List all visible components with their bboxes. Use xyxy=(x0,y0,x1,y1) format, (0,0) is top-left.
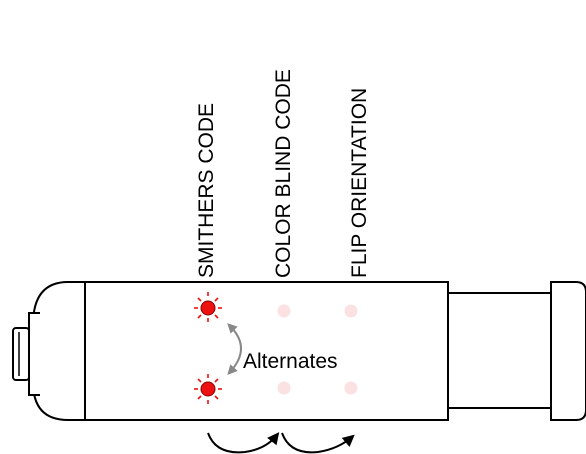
alternates-label: Alternates xyxy=(243,350,338,373)
cycle-arrow-second xyxy=(281,432,355,454)
led-flip-bottom-off xyxy=(344,381,358,395)
label-flip-orientation: FLIP ORIENTATION xyxy=(348,88,371,278)
cycle-arrow-first xyxy=(207,432,280,454)
led-bottom-active xyxy=(194,374,222,404)
double-headed-curved-arrow-icon xyxy=(227,323,242,375)
led-colorblind-top-off xyxy=(277,304,291,318)
tail-cap-recess xyxy=(28,312,40,396)
flashlight-body xyxy=(12,281,586,421)
head xyxy=(550,281,586,421)
neck xyxy=(447,292,552,409)
cycle-right-arrows-icon xyxy=(207,432,355,454)
tail-cap xyxy=(32,281,85,421)
label-color-blind-code: COLOR BLIND CODE xyxy=(272,69,295,278)
label-smithers-code: SMITHERS CODE xyxy=(195,103,218,278)
tail-switch-button xyxy=(12,327,30,381)
main-tube xyxy=(84,281,449,421)
led-flip-top-off xyxy=(344,304,358,318)
led-colorblind-bottom-off xyxy=(277,381,291,395)
led-top-active xyxy=(194,292,222,322)
